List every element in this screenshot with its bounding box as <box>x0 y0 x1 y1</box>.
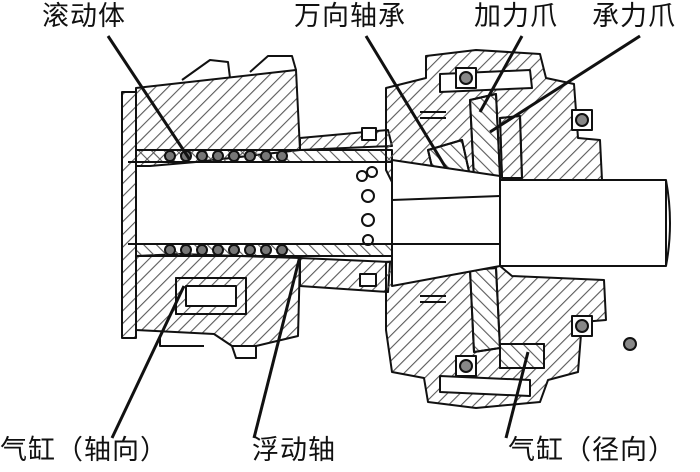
output-tube <box>391 159 671 287</box>
leader-bearing-claw <box>489 34 641 134</box>
screws <box>420 111 446 303</box>
leader-floating-shaft <box>252 255 302 439</box>
leader-cylinder-radial <box>504 351 530 439</box>
label-floating-shaft: 浮动轴 <box>252 435 336 466</box>
label-cylinder-radial: 气缸（径向） <box>508 435 676 466</box>
leader-pressing-claw <box>478 35 524 113</box>
label-universal-bearing: 万向轴承 <box>294 1 406 32</box>
axial-cylinder <box>175 277 247 315</box>
floating-shaft <box>128 149 393 257</box>
leader-universal-bearing <box>364 35 448 169</box>
label-pressing-claw: 加力爪 <box>474 1 558 32</box>
radial-cylinder <box>499 337 637 369</box>
leader-lines <box>106 34 641 439</box>
label-cylinder-axial: 气缸（轴向） <box>0 435 168 466</box>
label-rolling-body: 滚动体 <box>42 1 126 32</box>
leader-cylinder-axial <box>110 285 186 439</box>
label-bearing-claw: 承力爪 <box>592 1 676 32</box>
leader-rolling-body <box>106 35 192 161</box>
claws <box>469 93 523 353</box>
rolling-bodies <box>164 150 288 256</box>
